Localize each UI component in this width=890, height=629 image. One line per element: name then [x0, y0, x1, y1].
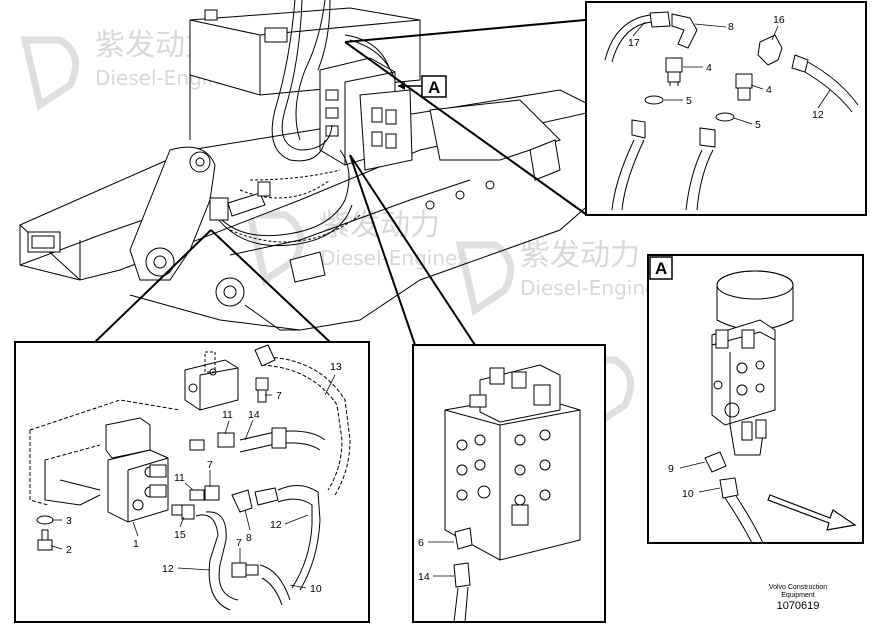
callout-11b: 11: [174, 472, 185, 484]
callout-7: 7: [276, 390, 282, 402]
callout-3: 3: [66, 515, 72, 527]
callout-5: 5: [686, 95, 692, 107]
company-line-1: Volvo Construction: [768, 584, 828, 591]
callout-14b: 14: [418, 571, 430, 583]
callout-6: 6: [418, 537, 424, 549]
callout-13: 13: [330, 361, 342, 373]
detail-top-right: 17 8 4 5 16 4 5 12: [585, 1, 867, 216]
callout-2: 2: [66, 544, 72, 556]
svg-text:紫发动力: 紫发动力: [520, 238, 640, 273]
detail-leader-lines: [94, 19, 588, 346]
svg-text:紫发动力: 紫发动力: [320, 208, 440, 243]
callout-12b: 12: [270, 519, 282, 531]
detail-right: A: [647, 254, 864, 544]
company-caption: Volvo Construction Equipment: [758, 584, 838, 600]
callout-10: 10: [310, 583, 322, 595]
svg-text:Diesel-Engines: Diesel-Engines: [520, 276, 668, 300]
company-line-2: Equipment: [781, 592, 815, 599]
callout-7c: 7: [236, 537, 242, 549]
callout-4: 4: [706, 62, 712, 74]
svg-text:Diesel-Engines: Diesel-Engines: [320, 246, 468, 270]
callout-12: 12: [812, 109, 824, 121]
callout-5b: 5: [755, 119, 761, 131]
callout-1: 1: [133, 538, 139, 550]
callout-15: 15: [174, 529, 186, 541]
callout-8b: 8: [246, 532, 252, 544]
callout-12c: 12: [162, 563, 174, 575]
callout-7b: 7: [207, 459, 213, 471]
view-a-marker: A: [398, 75, 447, 98]
callout-16: 16: [773, 14, 785, 26]
figure-number: 1070619: [776, 600, 820, 612]
detail-bottom-middle: 6 14: [412, 344, 606, 623]
callout-11: 11: [222, 409, 233, 421]
main-assembly: [19, 0, 602, 331]
detail-bottom-left: 13 7 11 14 7 11 3 2 1 15 8 12 7 12 10: [14, 341, 370, 623]
callout-8: 8: [728, 21, 734, 33]
hose-bundle: [209, 0, 396, 247]
detail-a-label: A: [655, 259, 667, 278]
view-a-label: A: [428, 78, 440, 97]
control-valve-block: [319, 57, 413, 171]
callout-4b: 4: [766, 84, 772, 96]
callout-10b: 10: [682, 488, 694, 500]
direction-arrow: [767, 494, 857, 531]
callout-17: 17: [628, 37, 640, 49]
callout-14: 14: [248, 409, 260, 421]
callout-9: 9: [668, 463, 674, 475]
